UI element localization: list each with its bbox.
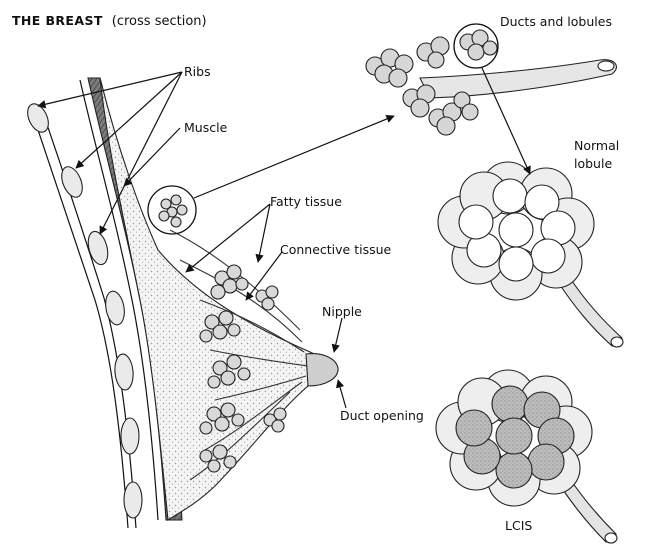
rib — [124, 482, 142, 518]
rib — [113, 353, 134, 390]
nipple — [306, 354, 338, 386]
duct — [420, 60, 616, 98]
label-lcis: LCIS — [505, 518, 532, 533]
label-normal-lobule-line2: lobule — [574, 156, 612, 171]
title-subtitle: (cross section) — [112, 14, 207, 29]
diagram-title: THE BREAST (cross section) — [12, 12, 207, 29]
ducts-and-lobules-illustration — [366, 24, 616, 135]
label-muscle: Muscle — [184, 120, 228, 135]
label-connective-tissue: Connective tissue — [280, 242, 392, 257]
label-ducts-and-lobules: Ducts and lobules — [500, 14, 612, 29]
label-normal-lobule-line1: Normal — [574, 138, 619, 153]
title-bold: THE BREAST — [12, 13, 103, 28]
breast-cross-section — [24, 78, 339, 528]
label-nipple: Nipple — [322, 304, 362, 319]
rib — [121, 418, 139, 454]
label-ribs: Ribs — [184, 64, 211, 79]
label-fatty-tissue: Fatty tissue — [270, 194, 342, 209]
label-duct-opening: Duct opening — [340, 408, 424, 423]
magnified-area-circle — [148, 186, 196, 234]
rib — [85, 229, 111, 267]
rib — [103, 290, 127, 327]
normal-lobule-illustration — [438, 162, 623, 347]
